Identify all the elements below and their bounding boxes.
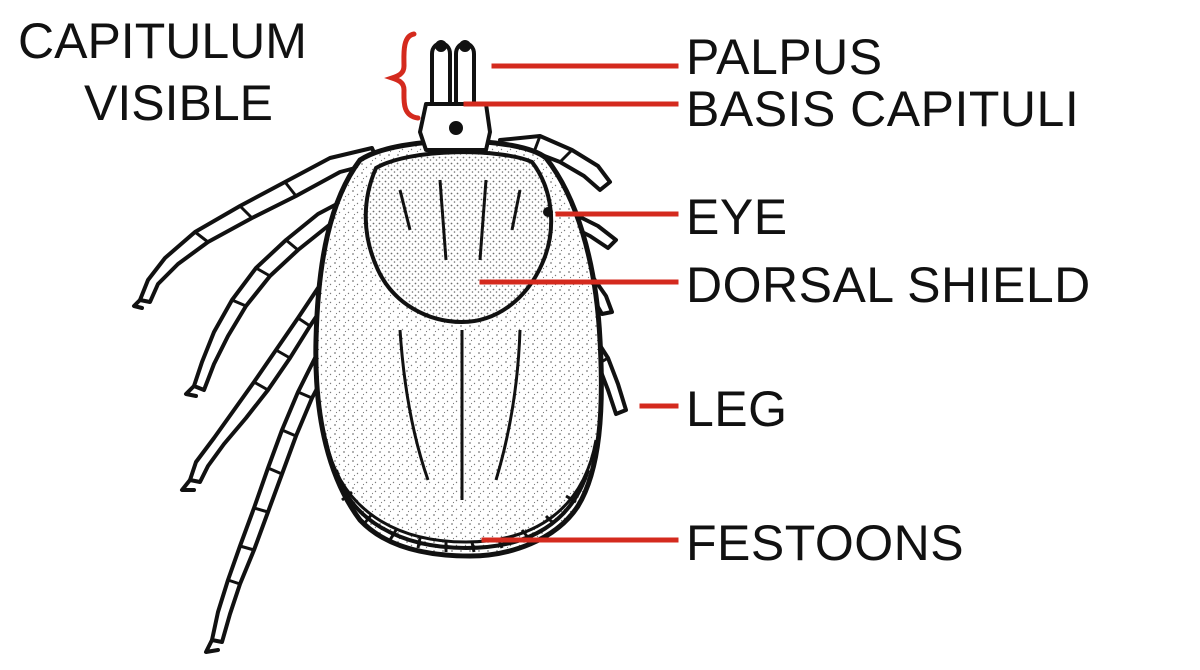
capitulum-label-line2: VISIBLE — [84, 78, 273, 128]
palpus-left — [432, 44, 450, 105]
label-basis-capituli: BASIS CAPITULI — [686, 84, 1079, 134]
eye-marker — [543, 207, 553, 217]
capitulum-label-line1: CAPITULUM — [18, 16, 307, 66]
label-festoons: FESTOONS — [686, 518, 964, 568]
label-leg: LEG — [686, 384, 788, 434]
capitulum — [420, 42, 490, 150]
label-dorsal-shield: DORSAL SHIELD — [686, 260, 1091, 310]
label-palpus: PALPUS — [686, 32, 883, 82]
label-eye: EYE — [686, 192, 788, 242]
palpus-right — [456, 44, 474, 105]
tick-body — [316, 141, 602, 556]
capitulum-bracket — [392, 34, 418, 118]
